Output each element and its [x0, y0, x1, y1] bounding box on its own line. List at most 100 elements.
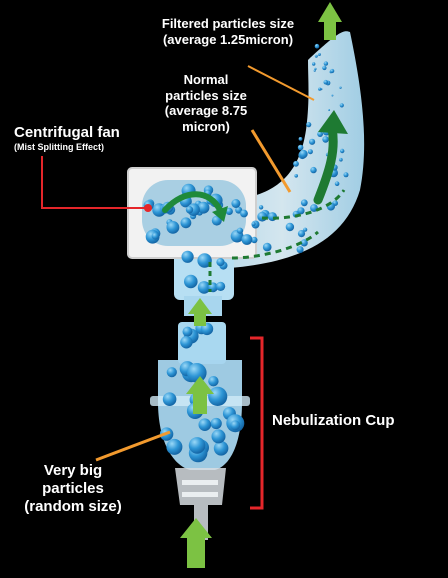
green-flow-arrow-icon: [188, 298, 212, 326]
particle: [187, 363, 207, 383]
particle: [314, 67, 317, 71]
particle: [309, 138, 316, 145]
particle: [293, 160, 299, 167]
particle: [235, 206, 243, 214]
fan-label-title: Centrifugal fan: [14, 124, 120, 141]
particle: [300, 239, 308, 247]
particle: [181, 250, 194, 263]
particle: [241, 234, 253, 245]
particle: [314, 43, 320, 49]
particle: [317, 53, 321, 56]
particle: [285, 222, 295, 232]
green-flow-arrow-icon: [180, 518, 212, 568]
particle: [297, 144, 304, 151]
particle: [300, 199, 308, 207]
dashed-flow-line: [261, 189, 346, 220]
particle: [318, 87, 322, 91]
filtered-pointer: [247, 65, 315, 101]
particle: [210, 417, 222, 430]
cup-nozzle: [175, 468, 226, 540]
particle: [322, 65, 327, 71]
particle: [296, 246, 304, 254]
particle: [339, 157, 343, 162]
big-particles-line3: (random size): [24, 498, 122, 515]
nozzle-ridge: [182, 480, 218, 485]
red-bracket-icon: [250, 336, 264, 510]
particle: [267, 212, 277, 222]
particle: [303, 227, 308, 232]
normal-pointer: [250, 129, 292, 193]
particle: [151, 232, 159, 240]
particle: [297, 207, 305, 215]
particle: [294, 174, 299, 178]
green-flow-arrow-icon: [318, 2, 342, 40]
big-particles-line1: Very big: [43, 462, 103, 479]
particle: [262, 242, 272, 252]
particle: [331, 94, 334, 97]
particle: [182, 326, 193, 337]
particle: [225, 207, 233, 215]
particle: [310, 166, 317, 174]
particle: [188, 437, 206, 454]
filtered-label-line1: Filtered particles size: [161, 16, 295, 31]
particle: [297, 230, 306, 238]
filtered-label: Filtered particles size (average 1.25mic…: [138, 16, 318, 47]
particle: [166, 221, 180, 234]
particle: [339, 103, 344, 108]
particle: [323, 79, 329, 85]
particle: [166, 438, 183, 455]
particle: [208, 386, 228, 406]
normal-label: Normal particles size (average 8.75 micr…: [150, 72, 262, 134]
particle: [322, 136, 329, 143]
particle: [216, 258, 225, 267]
particle: [323, 61, 329, 66]
particle: [298, 137, 303, 141]
particle: [211, 215, 222, 226]
particle: [251, 221, 256, 226]
fan-arrowhead-icon: [212, 206, 228, 222]
particle: [180, 217, 192, 229]
normal-label-line2: particles size: [165, 87, 247, 103]
dashed-flow-line: [231, 230, 319, 260]
particle: [166, 367, 177, 378]
big-particles-label: Very big particles (random size): [8, 462, 138, 516]
particle: [231, 199, 241, 208]
particle: [334, 181, 340, 186]
filtered-label-line2: (average 1.25micron): [162, 31, 294, 47]
particle: [330, 68, 335, 74]
particle: [317, 131, 323, 138]
particle: [230, 420, 241, 431]
normal-label-line3: (average 8.75: [164, 103, 248, 119]
particle: [180, 336, 193, 349]
particle: [251, 236, 258, 244]
big-particles-line2: particles: [42, 480, 104, 497]
tube-flow-arrow-icon: [313, 123, 338, 205]
particle: [197, 201, 210, 214]
particle: [216, 281, 226, 291]
big-particles-pointer: [95, 430, 171, 462]
particle: [211, 429, 226, 444]
normal-label-line4: micron): [182, 118, 230, 134]
fan-label: Centrifugal fan (Mist Splitting Effect): [14, 124, 174, 153]
particle: [208, 376, 219, 387]
particle: [162, 392, 177, 407]
particle: [184, 274, 198, 289]
particle: [185, 206, 194, 214]
particle: [339, 86, 342, 89]
particle: [213, 441, 229, 456]
tube-arrowhead-icon: [318, 110, 348, 134]
green-flow-arrow-icon: [186, 376, 214, 414]
particle: [236, 227, 244, 234]
nozzle-ridge: [182, 492, 218, 497]
cup-label: Nebulization Cup: [272, 412, 442, 430]
particle: [240, 209, 248, 218]
particle: [306, 122, 312, 128]
particle: [198, 418, 212, 432]
particle: [310, 204, 318, 212]
particle: [197, 281, 211, 294]
particle: [307, 149, 313, 155]
particle: [299, 149, 308, 159]
normal-label-line1: Normal: [183, 72, 229, 87]
